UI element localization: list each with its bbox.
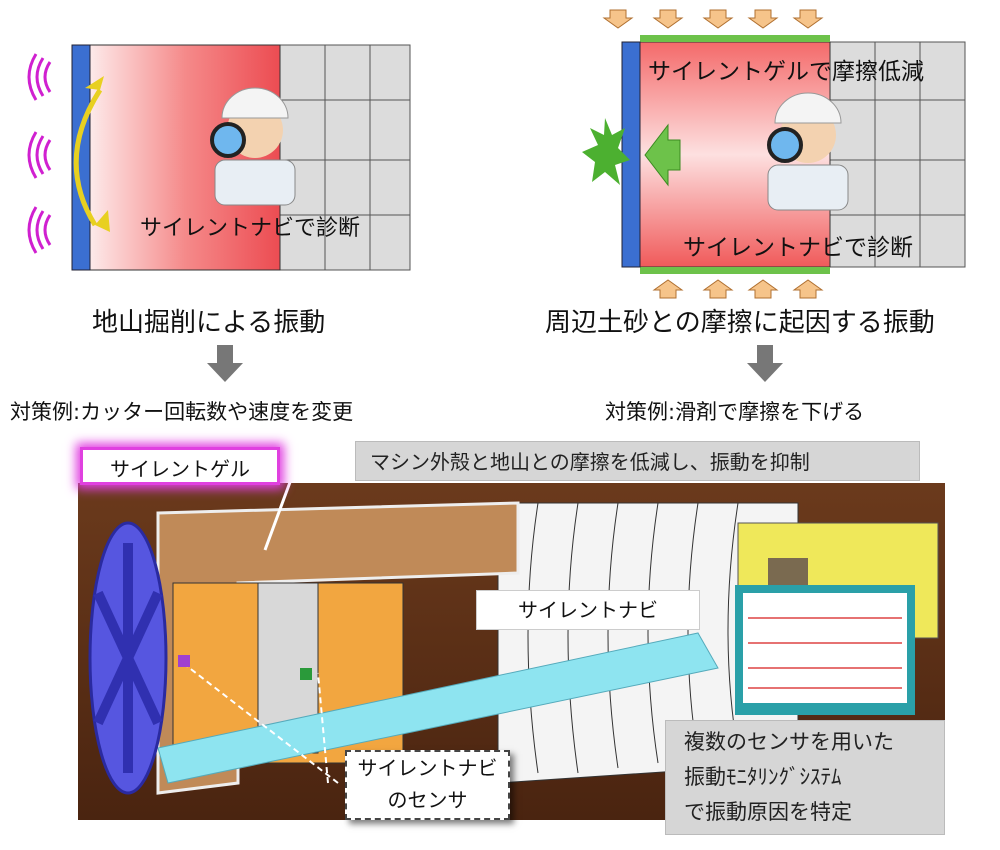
silent-gel-description: マシン外殻と地山との摩擦を低減し、振動を抑制	[355, 441, 920, 481]
monitor-screen	[735, 585, 915, 715]
sensor-label-line1: サイレントナビ	[357, 756, 498, 780]
friction-arrow-icon	[644, 123, 681, 187]
rotation-arrow-icon	[73, 88, 103, 227]
down-arrow-icon	[207, 345, 783, 382]
system-line-1: 複数のセンサを用いた	[684, 730, 894, 754]
left-caption: 地山掘削による振動	[92, 308, 326, 338]
right-segment-lining	[829, 41, 966, 268]
right-countermeasure: 対策例:滑剤で摩擦を下げる	[605, 400, 865, 424]
right-top-label: サイレントゲルで摩擦低減	[648, 59, 924, 85]
sensor-label-line2: のセンサ	[387, 788, 468, 812]
vibration-diagrams	[27, 9, 966, 382]
system-line-3: で振動原因を特定	[684, 800, 852, 824]
gel-layer-top	[640, 35, 830, 42]
right-cutter-plate	[621, 41, 641, 268]
vibration-waves-icon	[27, 53, 52, 254]
shield-machine-drawing	[88, 483, 939, 795]
sensor-icon	[300, 668, 312, 680]
right-caption: 周辺土砂との摩擦に起因する振動	[545, 308, 935, 338]
right-overlay-label: サイレントナビで診断	[683, 235, 913, 261]
left-countermeasure: 対策例:カッター回転数や速度を変更	[10, 400, 354, 424]
sensor-icon	[178, 655, 190, 667]
silent-navi-label: サイレントナビ	[476, 590, 700, 630]
screw-conveyor	[157, 632, 719, 784]
pressure-arrows-top-icon	[602, 9, 824, 29]
silent-gel-label: サイレントゲル	[80, 447, 280, 485]
monitoring-system-description: 複数のセンサを用いた 振動ﾓﾆﾀﾘﾝｸﾞｼｽﾃﾑ で振動原因を特定	[665, 720, 945, 835]
system-line-2: 振動ﾓﾆﾀﾘﾝｸﾞｼｽﾃﾑ	[684, 765, 842, 789]
gel-pointer-line	[263, 483, 292, 551]
left-segment-lining	[279, 44, 411, 271]
sensor-label: サイレントナビ のセンサ	[345, 750, 510, 820]
left-overlay-label: サイレントナビで診断	[140, 216, 361, 241]
friction-burst-icon	[582, 118, 630, 185]
pressure-arrows-bottom-icon	[652, 279, 824, 299]
inspector-character-icon	[767, 92, 849, 211]
left-cutter-plate	[71, 44, 91, 271]
gel-layer-bottom	[640, 267, 830, 274]
sensor-pointer-lines	[182, 662, 339, 784]
inspector-character-icon	[210, 87, 296, 206]
